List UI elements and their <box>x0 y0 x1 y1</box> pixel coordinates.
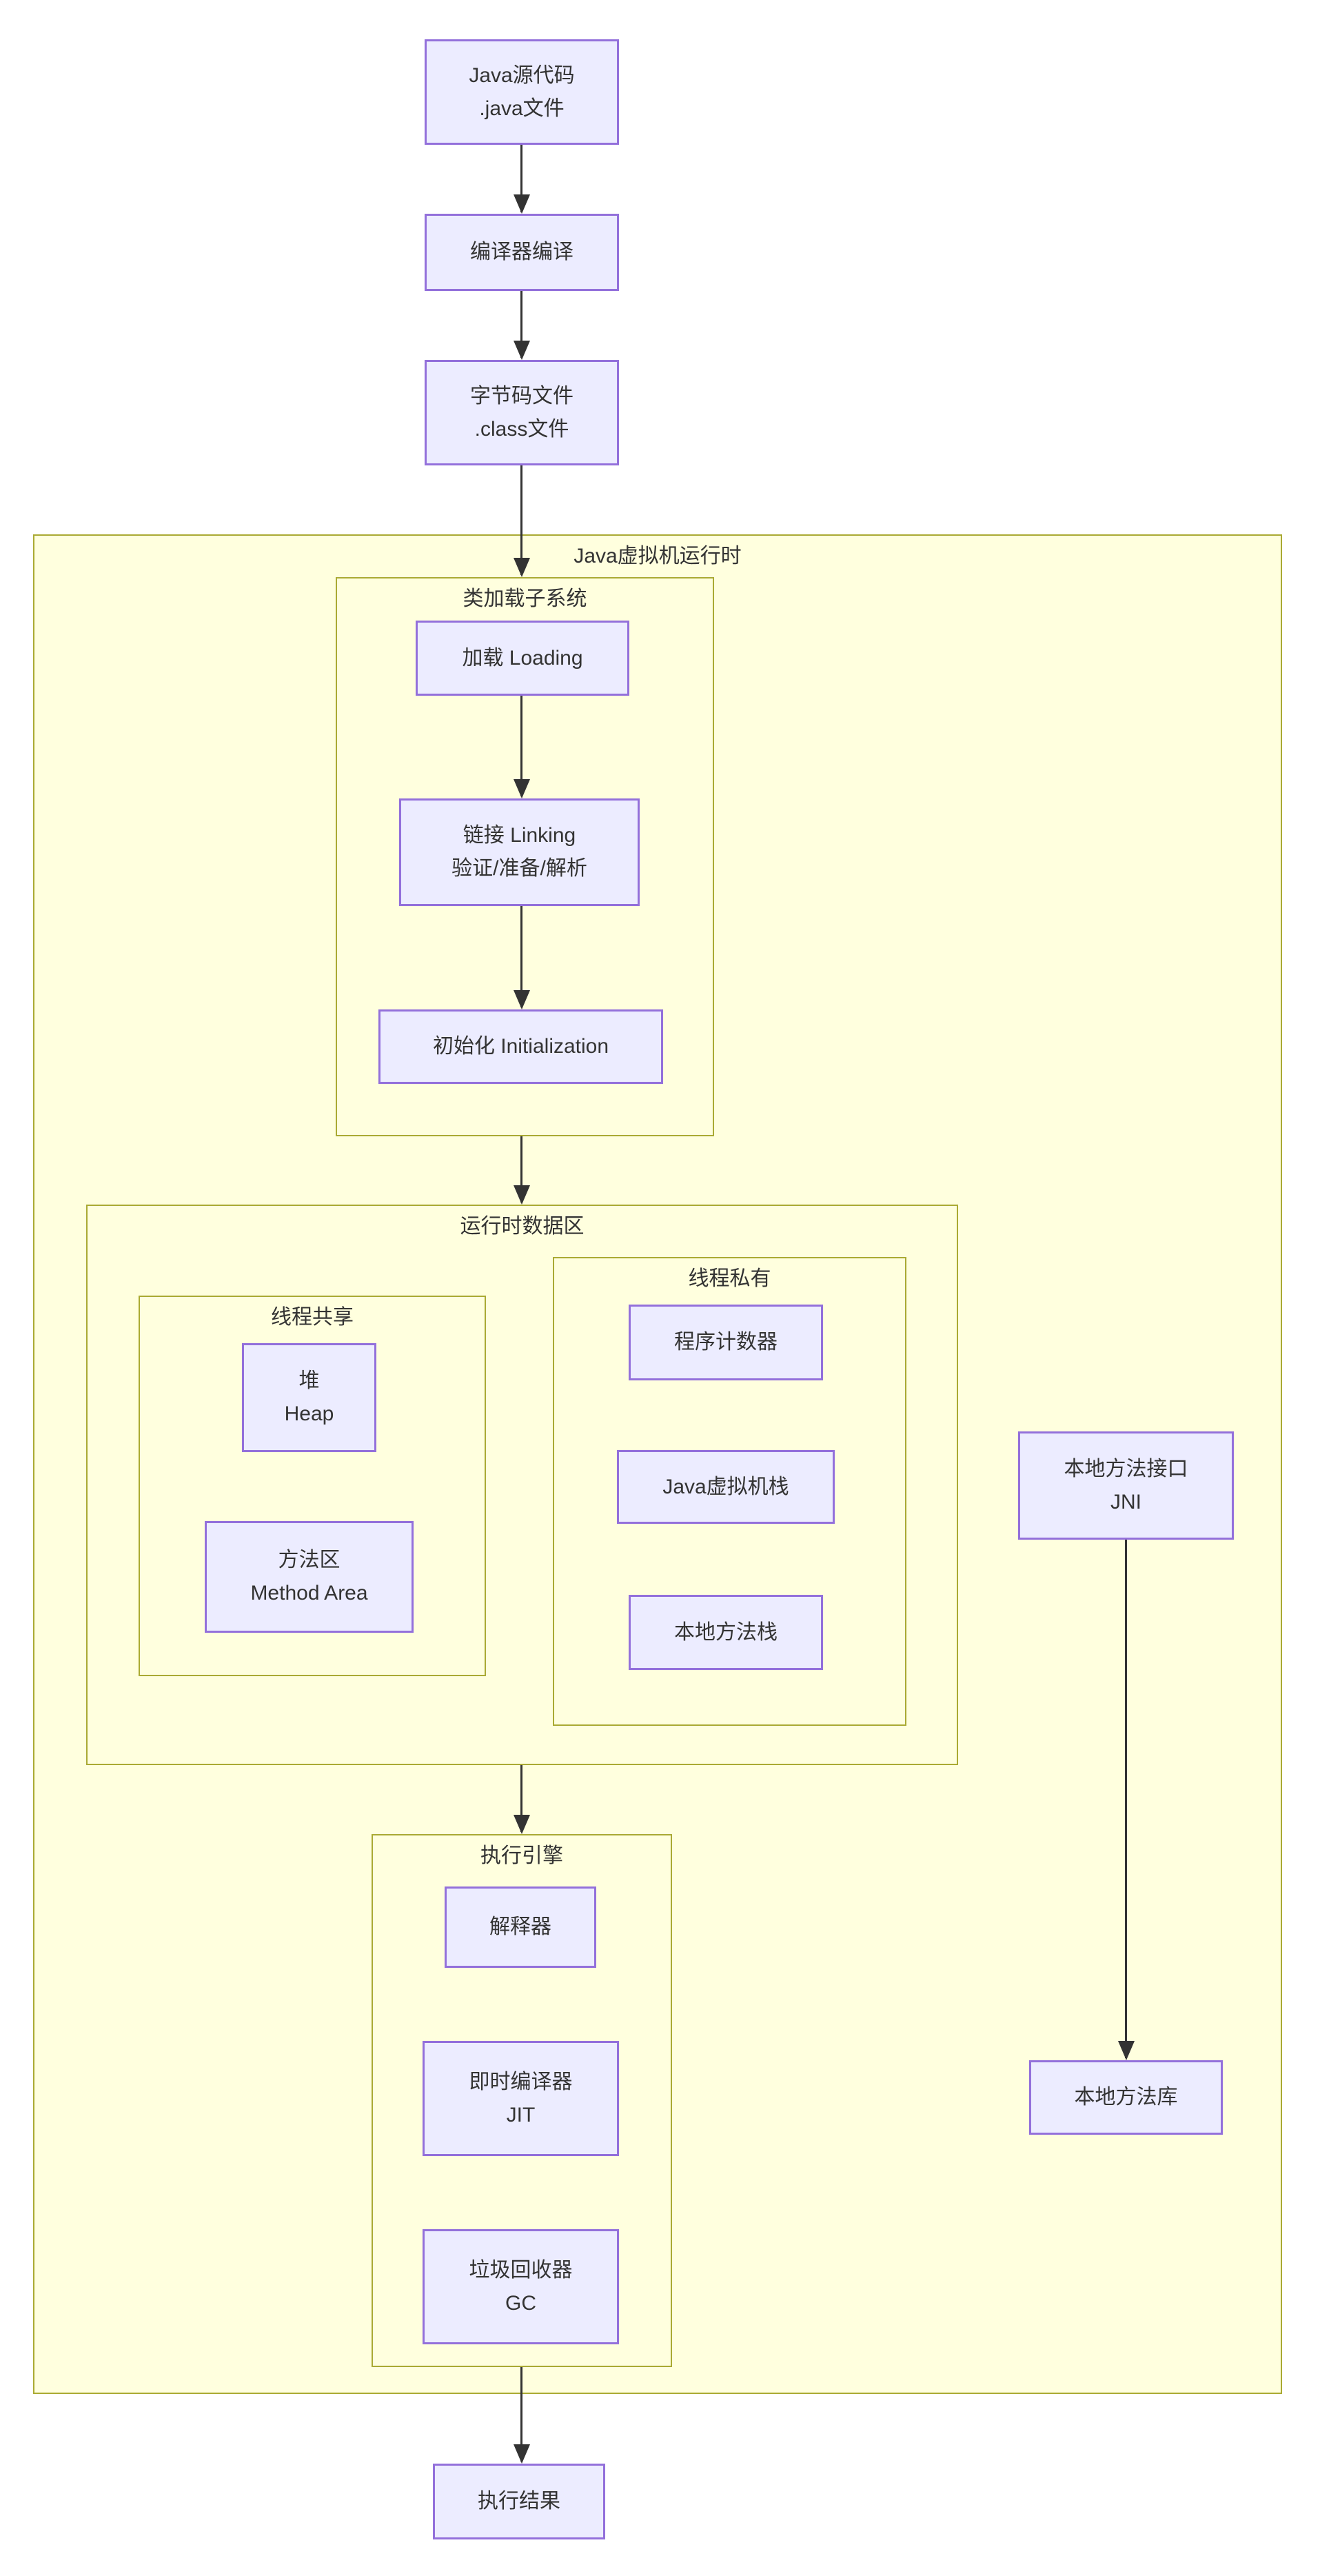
cluster-jvm-runtime-label: Java虚拟机运行时 <box>573 545 742 567</box>
node-jni-label-line1: 本地方法接口 <box>1064 1457 1188 1480</box>
arrow-down-icon <box>514 2444 530 2464</box>
arrow-down-icon <box>1118 2041 1135 2060</box>
node-linking: 链接 Linking 验证/准备/解析 <box>399 798 640 906</box>
node-result-label: 执行结果 <box>478 2490 560 2513</box>
node-jit: 即时编译器 JIT <box>423 2041 619 2156</box>
node-native-method-lib-label: 本地方法库 <box>1074 2086 1178 2109</box>
node-jvm-stack: Java虚拟机栈 <box>617 1450 835 1524</box>
node-java-source-label-line1: Java源代码 <box>469 63 575 87</box>
node-gc: 垃圾回收器 GC <box>423 2229 619 2344</box>
node-initialization-label: 初始化 Initialization <box>432 1035 609 1058</box>
node-linking-label-line2: 验证/准备/解析 <box>451 857 587 880</box>
edge-classloader-to-runtime-data <box>520 1136 522 1203</box>
node-heap-label-line2: Heap <box>284 1402 334 1425</box>
edge-java-source-to-compiler <box>520 145 522 212</box>
node-pc-register-label: 程序计数器 <box>674 1331 778 1354</box>
node-native-method-stack: 本地方法栈 <box>629 1595 823 1670</box>
node-heap: 堆 Heap <box>242 1343 376 1452</box>
node-interpreter: 解释器 <box>445 1886 596 1968</box>
node-java-source-label-line2: .java文件 <box>479 97 565 120</box>
cluster-runtime-data-label: 运行时数据区 <box>460 1215 585 1238</box>
edge-jni-to-native-lib <box>1125 1540 1127 2058</box>
node-gc-label-line2: GC <box>505 2291 536 2315</box>
edge-runtime-data-to-exec-engine <box>520 1765 522 1832</box>
node-method-area-label-line1: 方法区 <box>278 1549 341 1571</box>
node-initialization: 初始化 Initialization <box>378 1009 663 1084</box>
edge-exec-engine-to-result <box>520 2367 522 2462</box>
node-pc-register: 程序计数器 <box>629 1305 823 1380</box>
node-loading-label: 加载 Loading <box>462 646 583 670</box>
node-heap-label-line1: 堆 <box>298 1369 320 1392</box>
edge-bytecode-to-classloader <box>520 465 522 575</box>
arrow-down-icon <box>514 779 530 798</box>
arrow-down-icon <box>514 558 530 577</box>
node-jvm-stack-label: Java虚拟机栈 <box>662 1475 789 1498</box>
node-linking-label-line1: 链接 Linking <box>463 824 576 847</box>
node-java-source: Java源代码 .java文件 <box>425 39 619 145</box>
node-native-method-lib: 本地方法库 <box>1029 2060 1223 2135</box>
node-interpreter-label: 解释器 <box>489 1915 551 1938</box>
arrow-down-icon <box>514 194 530 214</box>
node-jni-label-line2: JNI <box>1110 1490 1141 1513</box>
node-compiler: 编译器编译 <box>425 214 619 291</box>
node-loading: 加载 Loading <box>416 621 629 696</box>
arrow-down-icon <box>514 990 530 1009</box>
node-compiler-label: 编译器编译 <box>470 241 573 263</box>
node-gc-label-line1: 垃圾回收器 <box>469 2258 573 2282</box>
node-method-area: 方法区 Method Area <box>205 1521 414 1633</box>
node-native-method-stack-label: 本地方法栈 <box>674 1620 778 1644</box>
node-result: 执行结果 <box>433 2464 605 2539</box>
edge-linking-to-initialization <box>520 906 522 1007</box>
node-jit-label-line1: 即时编译器 <box>469 2070 573 2093</box>
edge-compiler-to-bytecode <box>520 291 522 358</box>
cluster-thread-private-label: 线程私有 <box>688 1267 771 1290</box>
edge-loading-to-linking <box>520 696 522 796</box>
cluster-classloader-label: 类加载子系统 <box>463 587 587 610</box>
node-bytecode-label-line1: 字节码文件 <box>470 384 573 407</box>
node-bytecode-label-line2: .class文件 <box>474 417 569 441</box>
arrow-down-icon <box>514 1815 530 1834</box>
cluster-thread-shared-label: 线程共享 <box>271 1306 354 1329</box>
node-jit-label-line2: JIT <box>506 2103 536 2126</box>
node-method-area-label-line2: Method Area <box>250 1582 368 1604</box>
arrow-down-icon <box>514 341 530 360</box>
node-bytecode: 字节码文件 .class文件 <box>425 360 619 465</box>
node-jni: 本地方法接口 JNI <box>1018 1431 1234 1540</box>
arrow-down-icon <box>514 1185 530 1205</box>
cluster-exec-engine-label: 执行引擎 <box>480 1844 563 1867</box>
